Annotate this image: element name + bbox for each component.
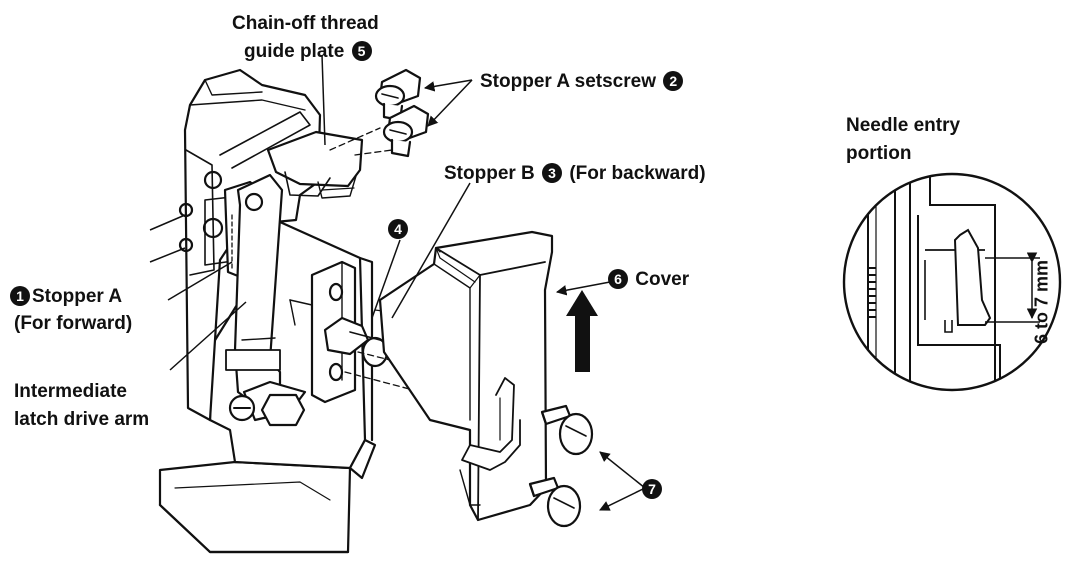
cover-part xyxy=(378,230,554,522)
label-needle-entry-line2: portion xyxy=(846,143,912,164)
leader-lines xyxy=(149,54,646,511)
dimension-label: 6 to 7 mm xyxy=(1031,259,1052,345)
cover-screws xyxy=(528,404,594,528)
label-chain-off-line2: guide plate 5 xyxy=(244,40,374,64)
label-needle-entry-line1: Needle entry xyxy=(846,115,961,136)
part-number-5: 5 xyxy=(351,41,372,61)
base-plate xyxy=(158,460,352,554)
part-number-4: 4 xyxy=(388,219,408,239)
part-number-7: 7 xyxy=(642,479,662,499)
label-cover: 6 Cover xyxy=(606,268,689,292)
stopper-a-setscrews xyxy=(374,68,430,158)
needle-entry-inset xyxy=(842,172,1062,392)
cover-up-arrow xyxy=(566,290,598,372)
label-stopper-a-note: (For forward) xyxy=(14,313,133,334)
part-number-6: 6 xyxy=(608,269,628,289)
label-intermediate-line1: Intermediate xyxy=(14,381,127,402)
part-number-1: 1 xyxy=(10,286,30,306)
label-intermediate-line2: latch drive arm xyxy=(14,409,150,430)
chain-off-guide-plate xyxy=(219,111,364,199)
label-part-4: 4 xyxy=(386,218,410,242)
part-number-2: 2 xyxy=(663,71,684,91)
label-part-7: 7 xyxy=(640,478,664,502)
intermediate-latch-arm xyxy=(225,173,307,427)
part-number-3: 3 xyxy=(542,163,563,183)
label-chain-off-line1: Chain-off thread xyxy=(232,13,379,34)
stopper-b-mount xyxy=(289,260,389,404)
label-stopper-b: Stopper B 3 (For backward) xyxy=(444,163,706,184)
label-stopper-a-setscrew: Stopper A setscrew 2 xyxy=(480,70,685,94)
